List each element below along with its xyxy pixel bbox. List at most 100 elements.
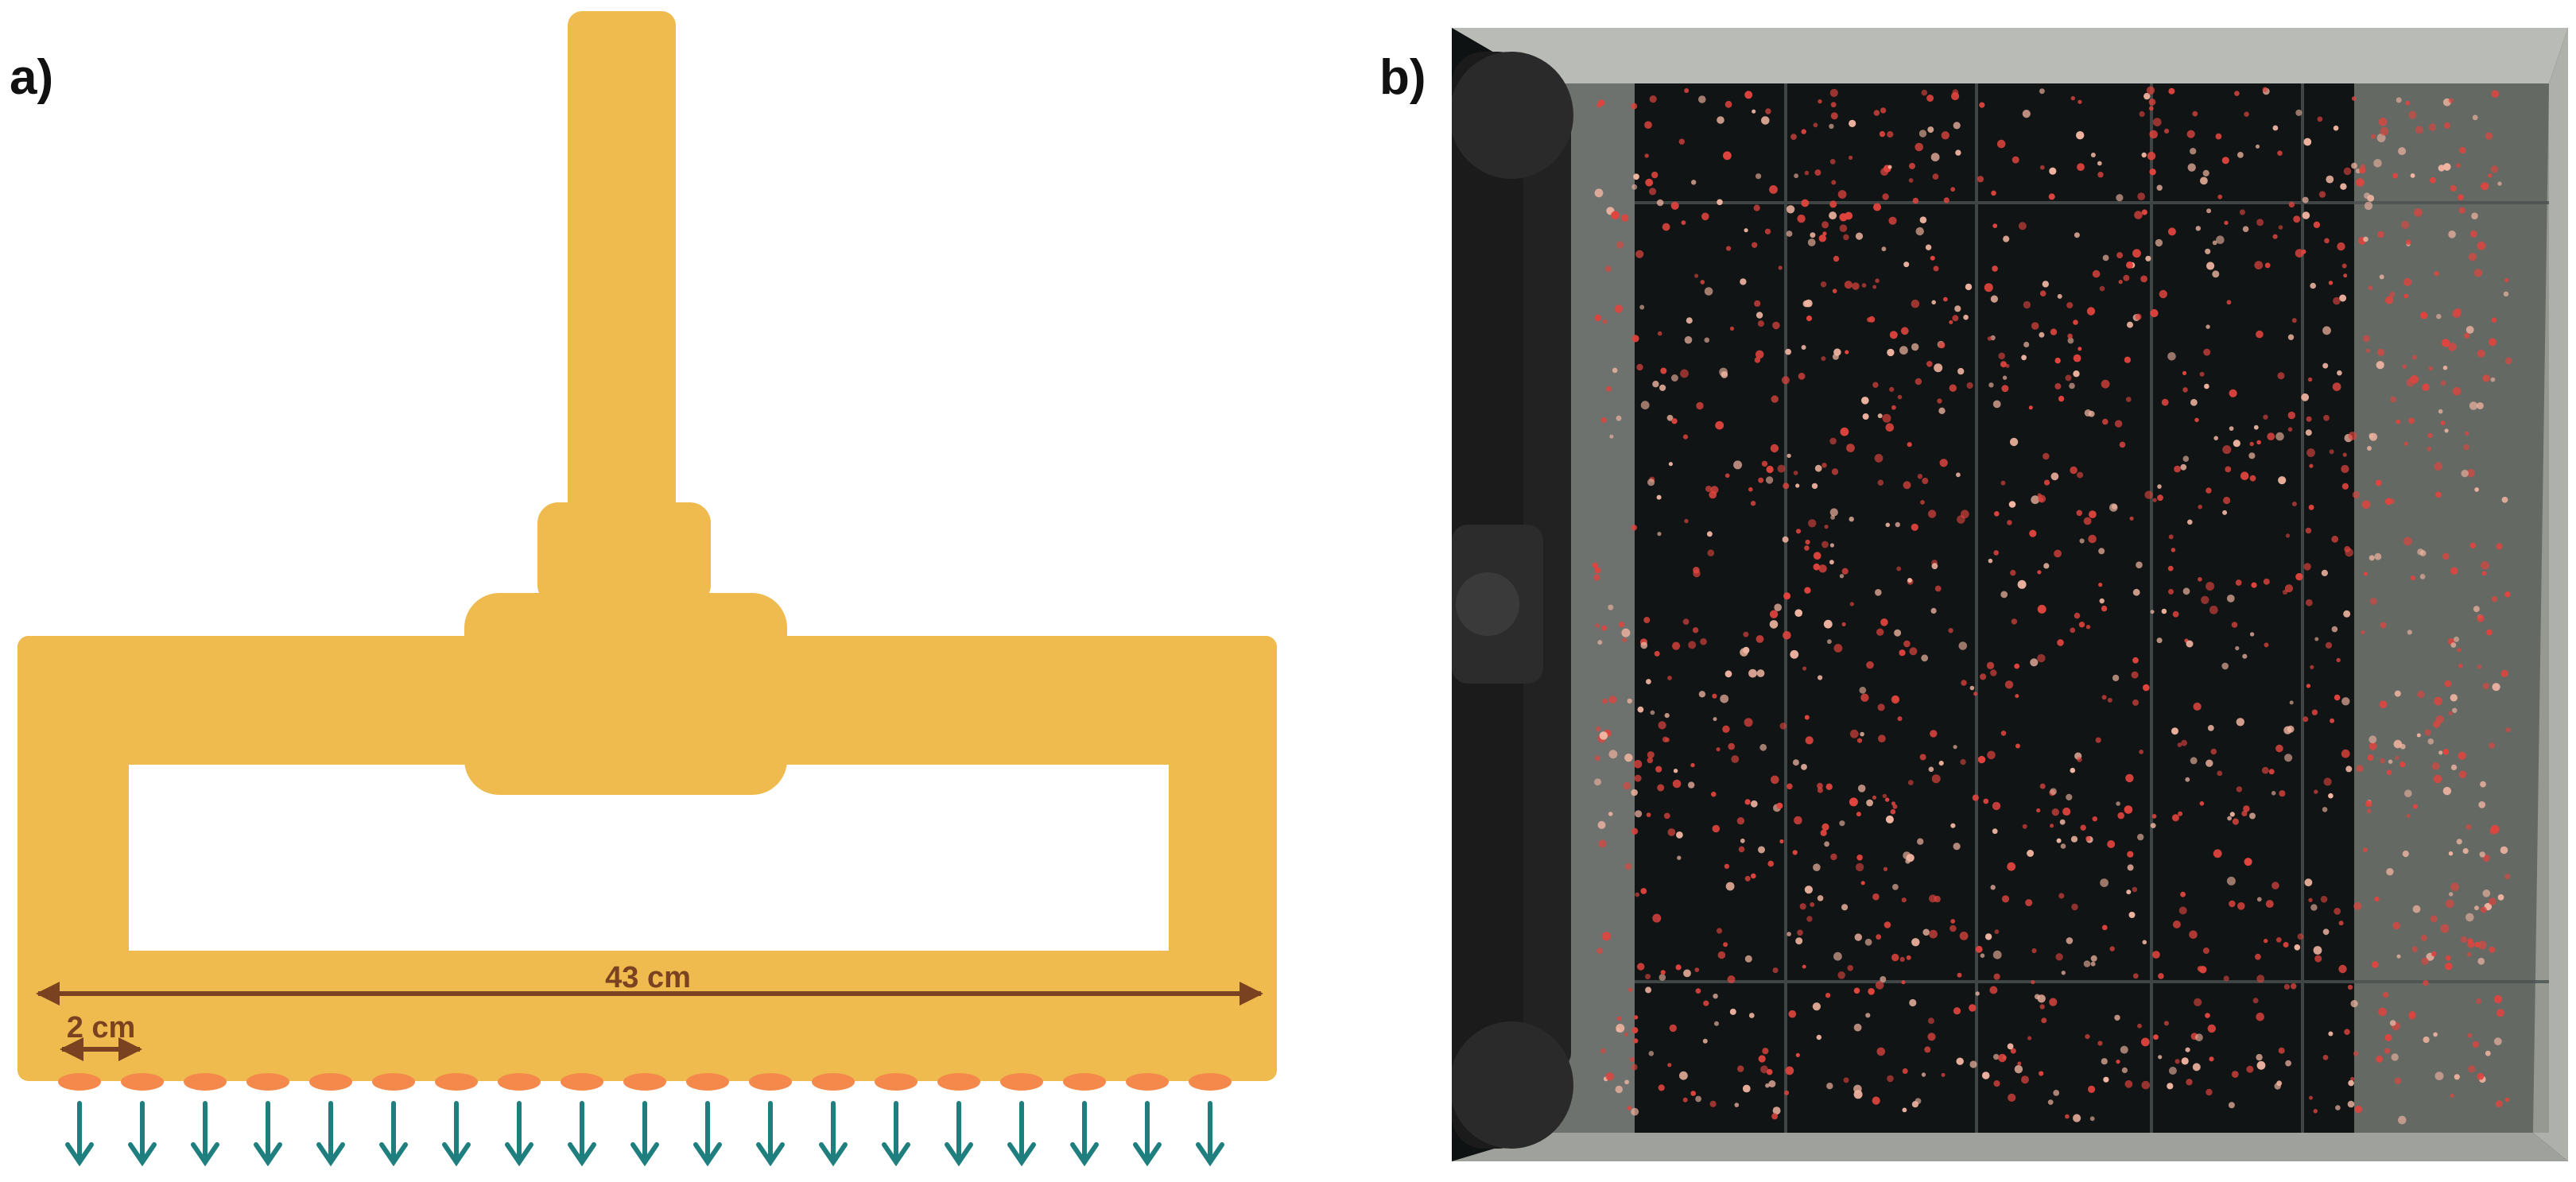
particle (2139, 750, 2143, 754)
particle (2206, 759, 2213, 767)
particle (2431, 951, 2437, 957)
particle (2226, 595, 2235, 603)
particle (1787, 453, 1791, 459)
particle (1801, 764, 1807, 770)
particle (1818, 99, 1822, 104)
particle (1931, 774, 1941, 784)
particle (1595, 623, 1600, 628)
particle (2027, 1036, 2032, 1041)
particle (1805, 736, 1814, 745)
particle (1688, 781, 1695, 789)
particle (1601, 625, 1607, 631)
particle (1980, 673, 1987, 680)
particle (2264, 939, 2268, 944)
particle (2135, 313, 2142, 320)
particle (2420, 934, 2427, 941)
particle (2131, 671, 2139, 679)
particle (1873, 110, 1880, 116)
particle (1684, 88, 1690, 93)
particle (2051, 808, 2059, 816)
particle (1761, 116, 1770, 125)
particle (2328, 793, 2334, 799)
particle (2480, 906, 2487, 913)
particle (1885, 797, 1890, 802)
particle (1906, 955, 1911, 960)
particle (2468, 253, 2477, 262)
particle (1880, 618, 1888, 626)
particle (2340, 183, 2347, 190)
particle (2364, 201, 2373, 211)
particle (1811, 482, 1818, 490)
particle (1969, 685, 1975, 691)
particle (1616, 1028, 1620, 1033)
particle (1953, 122, 1961, 130)
particle (2204, 383, 2209, 389)
particle (2503, 291, 2509, 296)
particle (1771, 775, 1779, 785)
particle (1600, 1048, 1606, 1054)
particle (1725, 882, 1735, 891)
particle (1802, 666, 1807, 671)
particle (2058, 395, 2065, 402)
particle (2039, 290, 2046, 297)
particle (2205, 1013, 2210, 1018)
particle (2304, 878, 2313, 887)
particle (2374, 552, 2382, 560)
particle (2031, 979, 2035, 985)
particle (2186, 1079, 2193, 1086)
particle (2212, 240, 2217, 246)
particle (2221, 157, 2229, 165)
particle (1598, 839, 1607, 848)
particle (1854, 933, 1862, 941)
particle (2428, 366, 2433, 371)
particle (2497, 181, 2502, 186)
particle (1887, 130, 1894, 138)
particle (2050, 328, 2058, 335)
particle (2117, 812, 2124, 820)
particle (1849, 155, 1853, 160)
particle (1743, 631, 1749, 638)
particle (2504, 591, 2511, 598)
particle (1839, 820, 1845, 827)
particle (1798, 372, 1806, 380)
particle (2103, 1076, 2109, 1083)
particle (1817, 782, 1823, 789)
particle (2039, 783, 2046, 789)
nozzle (812, 1073, 855, 1091)
particle (1652, 381, 1659, 388)
particle (1992, 265, 1998, 272)
particle (2242, 226, 2249, 232)
particle (2008, 501, 2016, 508)
particle (2085, 1034, 2090, 1040)
particle (2438, 409, 2443, 414)
particle (1654, 650, 1660, 657)
particle (1755, 350, 1764, 359)
particle (2472, 114, 2478, 121)
particle (1644, 153, 1649, 158)
particle (1921, 654, 1929, 662)
particle (2090, 955, 2097, 962)
particle (1627, 698, 1632, 704)
particle (2308, 504, 2314, 510)
particle (2407, 630, 2412, 635)
particle (2054, 383, 2062, 389)
particle (2210, 748, 2217, 755)
spray-arrow (191, 1101, 219, 1167)
particle (1847, 965, 1853, 971)
particle (1700, 638, 1707, 645)
particle (2334, 694, 2341, 701)
particle (1844, 281, 1852, 289)
particle (2125, 397, 2132, 402)
particle (2278, 476, 2287, 485)
particle (2098, 548, 2105, 555)
particle (2368, 735, 2377, 744)
particle (1599, 731, 1608, 740)
particle (1668, 462, 1673, 467)
particle (1839, 224, 1848, 232)
particle (2353, 901, 2362, 910)
particle (1755, 635, 1764, 643)
particle (2228, 1102, 2235, 1109)
particle (2153, 1034, 2159, 1041)
particle (1646, 812, 1651, 817)
particle (2307, 377, 2313, 382)
